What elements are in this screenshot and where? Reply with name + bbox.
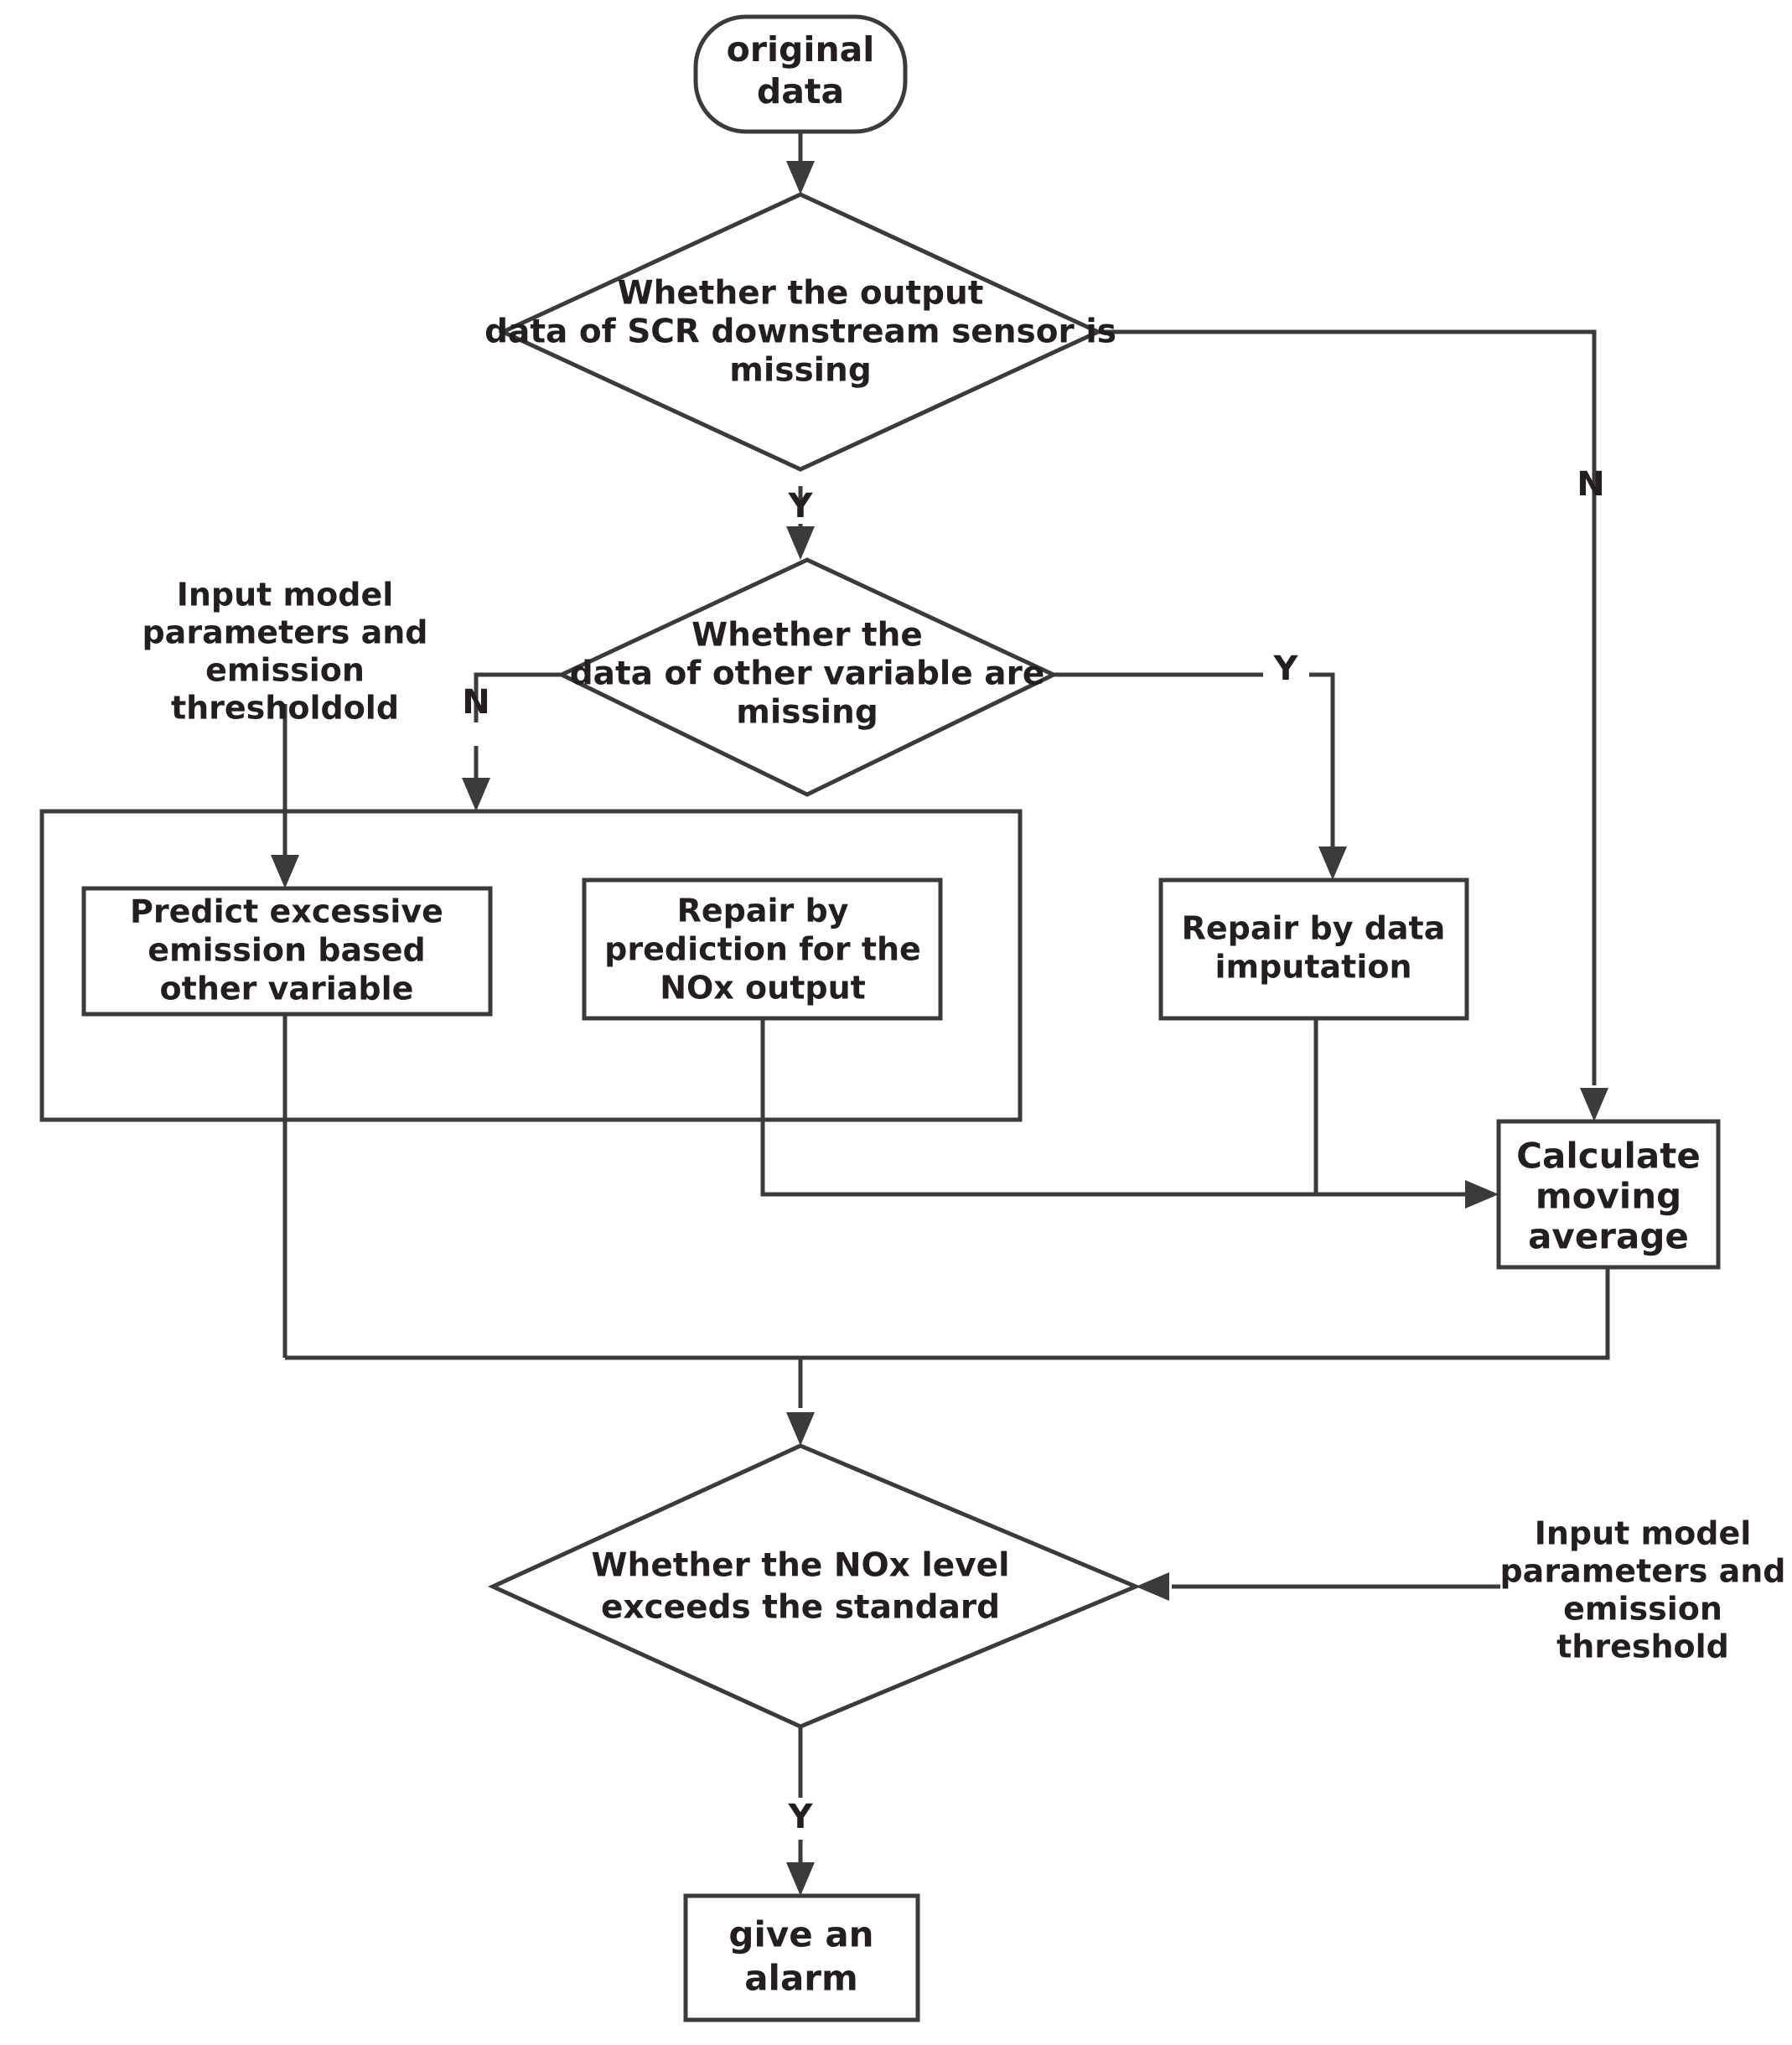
- group-container: [39, 809, 1023, 1122]
- moving-average-line1: Calculate: [1516, 1136, 1701, 1177]
- node-start: original data: [693, 14, 908, 134]
- edge-decision2-no: [462, 672, 562, 811]
- decision1-label-line3: missing: [729, 352, 871, 390]
- edge-note-right-to-decision3: [1136, 1572, 1500, 1601]
- alarm-line1: give an: [728, 1914, 873, 1955]
- edge-label-decision1-yes: Y: [788, 487, 814, 525]
- edge-label-decision3-yes: Y: [788, 1798, 814, 1836]
- start-label-line2: data: [757, 71, 844, 111]
- edge-label-decision2-yes: Y: [1273, 650, 1299, 688]
- start-label-line1: original: [727, 29, 875, 70]
- node-decision2: Whether the data of other variable are m…: [557, 557, 1059, 797]
- note-left: Input model parameters and emission thre…: [142, 577, 427, 727]
- predict-box-line1: Predict excessive: [130, 893, 443, 930]
- node-predict-excessive-emission: Predict excessive emission based other v…: [81, 886, 493, 1017]
- edge-decision1-no: [1098, 329, 1608, 1121]
- node-calculate-moving-average: Calculate moving average: [1496, 1119, 1721, 1270]
- edge-decision1-yes: [786, 486, 815, 560]
- node-decision3: Whether the NOx level exceeds the standa…: [487, 1443, 1142, 1729]
- repair-prediction-line2: prediction for the: [604, 931, 921, 968]
- edge-note-left-to-predict: [271, 704, 299, 888]
- decision1-label-line2: data of SCR downstream sensor is: [484, 313, 1116, 351]
- node-repair-by-prediction: Repair by prediction for the NOx output: [582, 878, 943, 1021]
- edge-movingavg-to-decision3: [285, 1267, 1610, 1446]
- decision2-label-line2: data of other variable are: [570, 655, 1045, 693]
- predict-box-shape: [81, 886, 493, 1017]
- note-left-line2: parameters and: [142, 614, 427, 651]
- note-right-line2: parameters and: [1499, 1553, 1785, 1590]
- edge-decision2-yes: [1054, 672, 1347, 880]
- note-right-line4: threshold: [1556, 1628, 1729, 1665]
- start-terminator-shape: [693, 14, 908, 134]
- repair-imputation-line1: Repair by data: [1182, 910, 1446, 947]
- decision2-label-line1: Whether the: [691, 617, 923, 655]
- predict-box-line2: emission based: [148, 932, 425, 969]
- note-left-line4: thresholdold: [171, 690, 399, 727]
- predict-box-line3: other variable: [160, 971, 414, 1007]
- decision3-label-line1: Whether the NOx level: [592, 1547, 1010, 1585]
- decision1-diamond-shape: [498, 192, 1103, 472]
- note-right: Input model parameters and emission thre…: [1499, 1515, 1785, 1665]
- node-repair-by-data-imputation: Repair by data imputation: [1158, 878, 1469, 1021]
- note-right-line1: Input model: [1535, 1515, 1752, 1552]
- node-decision1: Whether the output data of SCR downstrea…: [484, 192, 1116, 472]
- decision3-diamond-shape: [487, 1443, 1142, 1729]
- note-right-line3: emission: [1563, 1591, 1722, 1628]
- alarm-line2: alarm: [744, 1958, 858, 1999]
- edge-decision3-yes: [786, 1727, 815, 1896]
- moving-average-line3: average: [1528, 1216, 1689, 1257]
- repair-prediction-box-shape: [582, 878, 943, 1021]
- decision3-label-line2: exceeds the standard: [601, 1589, 1000, 1627]
- repair-prediction-line3: NOx output: [660, 970, 866, 1007]
- repair-imputation-line2: imputation: [1215, 949, 1411, 986]
- edge-start-to-decision1: [786, 132, 815, 194]
- edge-label-decision1-no: N: [1577, 465, 1604, 504]
- repair-imputation-box-shape: [1158, 878, 1469, 1021]
- decision2-diamond-shape: [557, 557, 1059, 797]
- edge-label-decision2-no: N: [462, 683, 489, 722]
- alarm-box-shape: [683, 1893, 920, 2022]
- decision2-label-line3: missing: [736, 694, 878, 732]
- decision1-label-line1: Whether the output: [618, 275, 984, 313]
- moving-average-line2: moving: [1536, 1176, 1681, 1217]
- repair-prediction-line1: Repair by: [677, 893, 849, 929]
- note-left-line1: Input model: [177, 577, 394, 614]
- node-give-an-alarm: give an alarm: [683, 1893, 920, 2022]
- note-left-line3: emission: [205, 652, 365, 689]
- moving-average-box-shape: [1496, 1119, 1721, 1270]
- edge-repairpred-to-movingavg: [760, 1018, 1499, 1209]
